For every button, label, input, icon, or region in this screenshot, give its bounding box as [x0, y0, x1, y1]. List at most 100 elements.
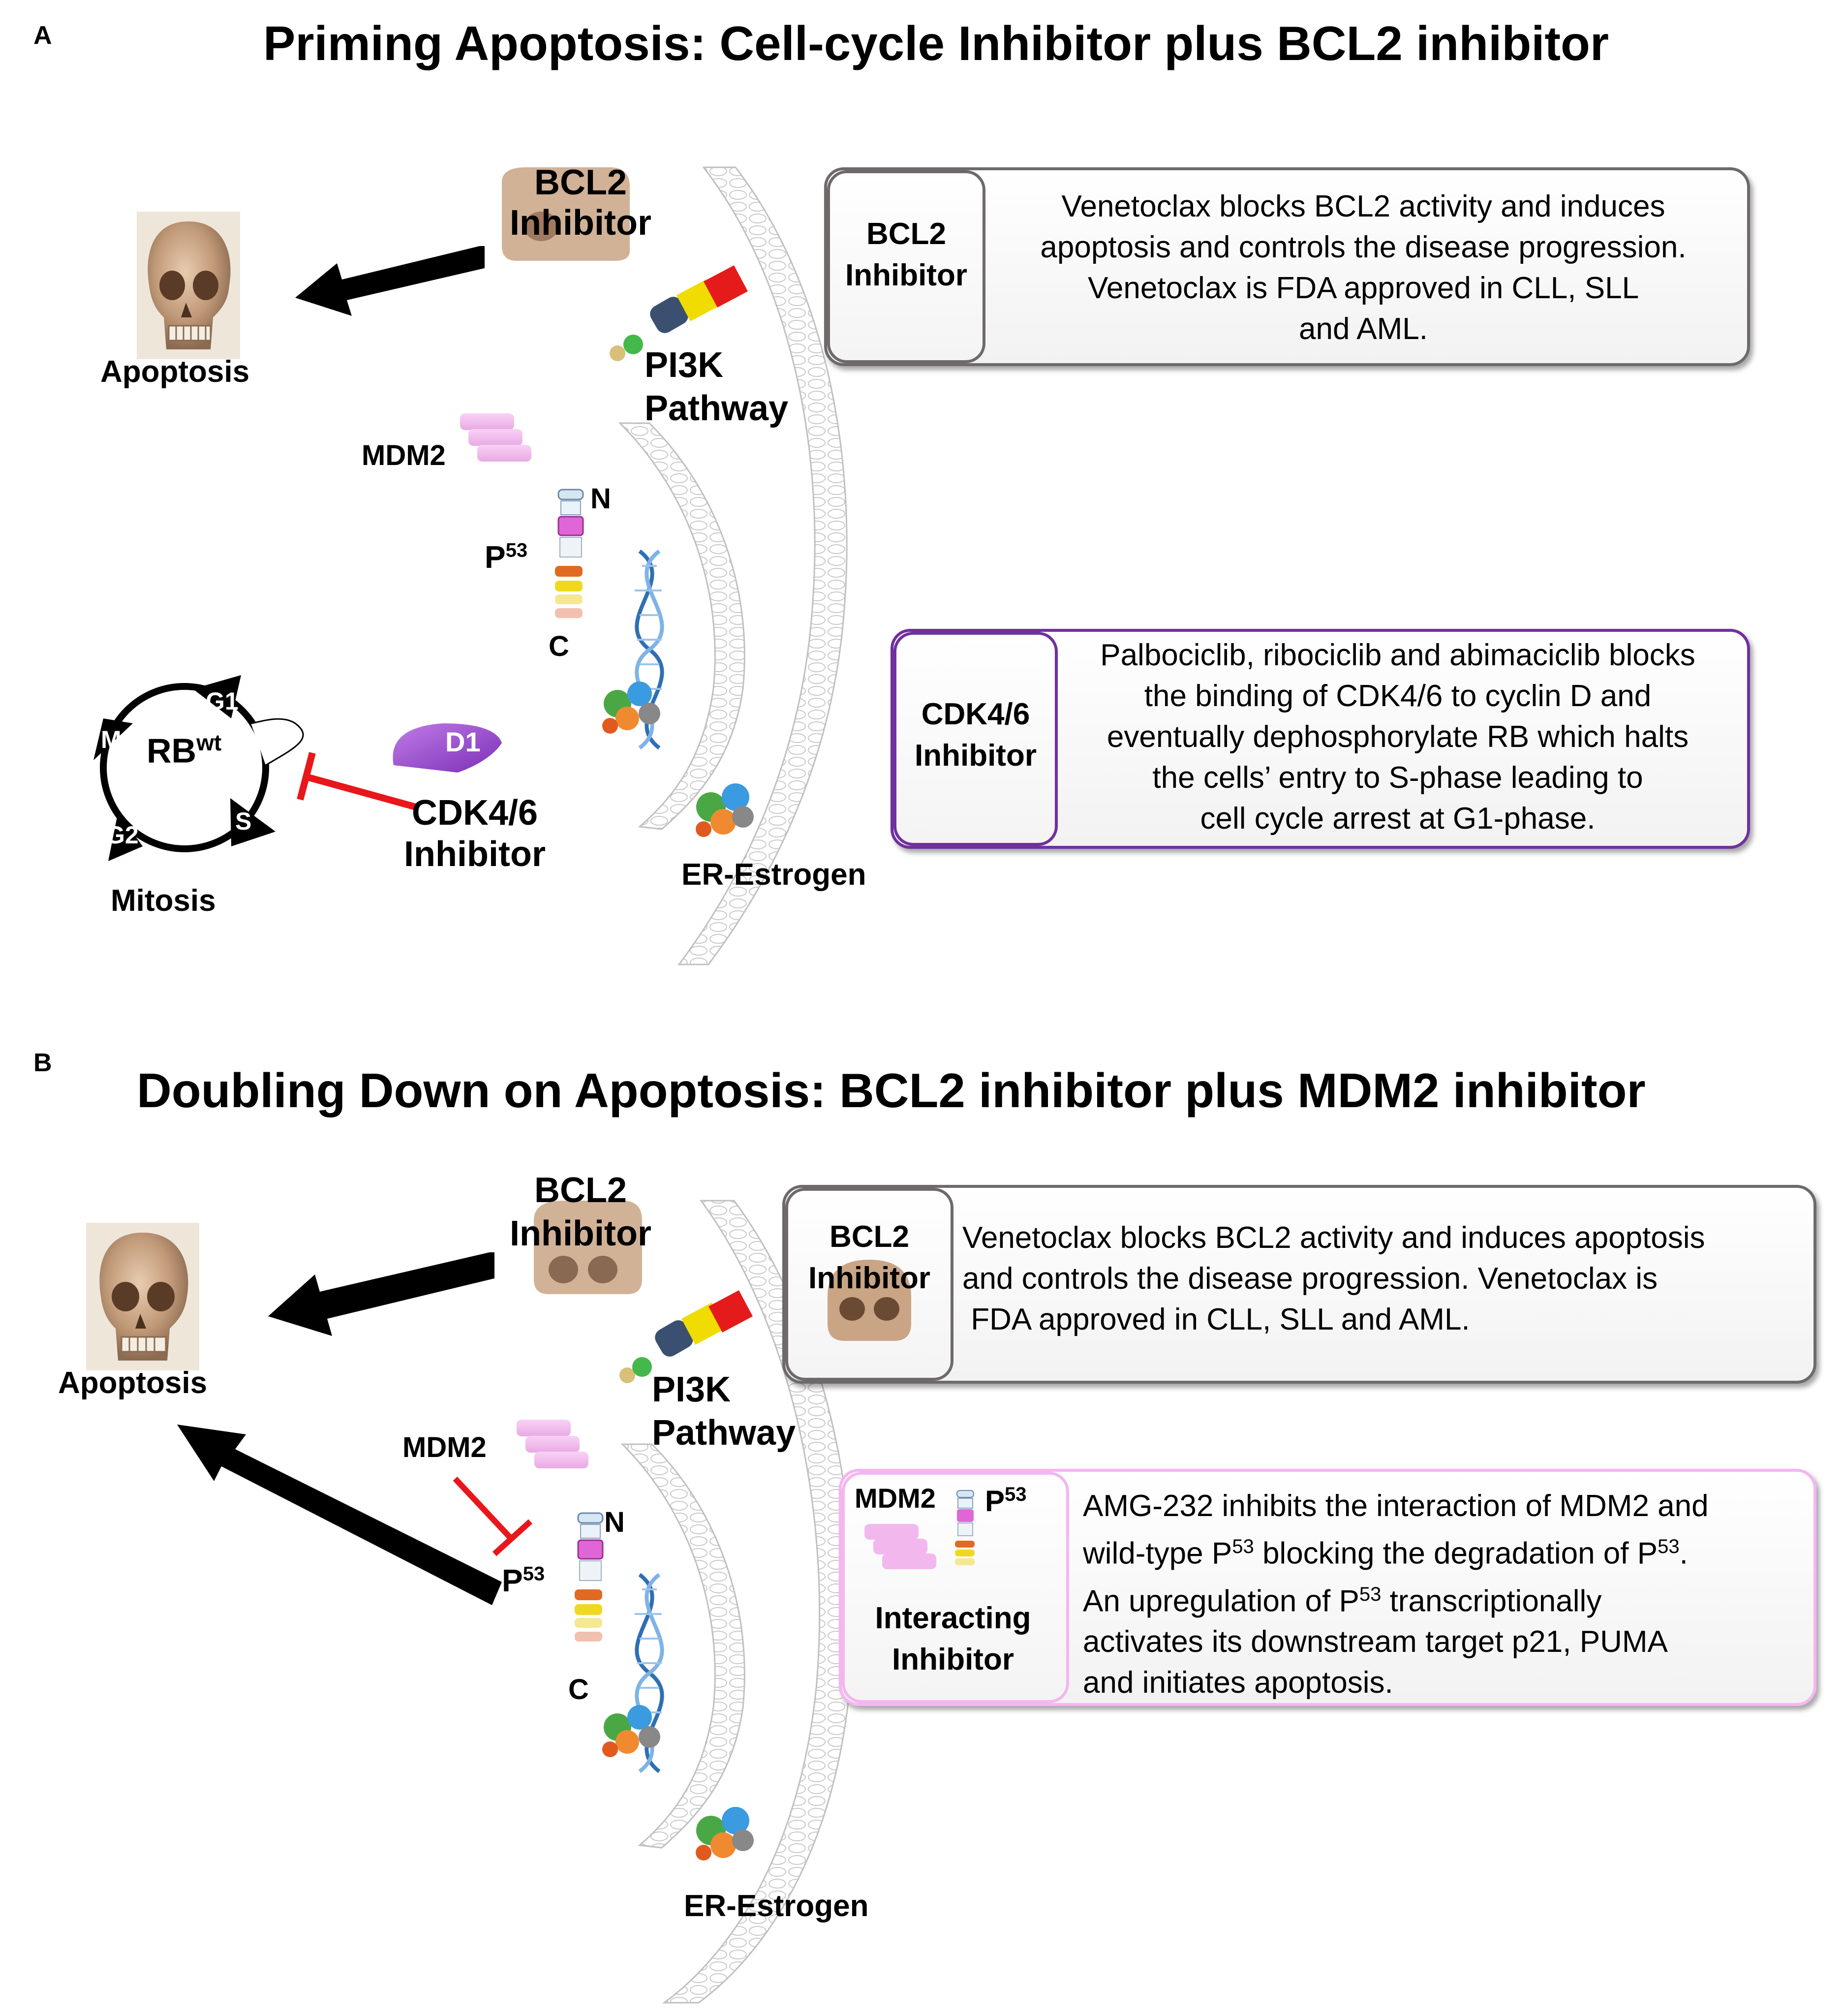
mdm2-info-box: MDM2 P53 Interacting Inhibitor AMG-232 i…: [839, 1469, 1816, 1706]
panel-b-letter: B: [33, 1049, 52, 1077]
cdk-box-label-line1: CDK4/6: [921, 697, 1030, 731]
cdk-inhibitor-label: CDK4/6 Inhibitor: [384, 792, 566, 875]
description-line: Venetoclax blocks BCL2 activity and indu…: [962, 1221, 1705, 1255]
bcl2-label-line1: BCL2: [534, 1171, 627, 1210]
bcl2-skull-bg-icon: [502, 167, 630, 261]
phase-s-label: S: [235, 807, 252, 835]
rb-base: RB: [147, 731, 197, 770]
bcl2-skull-icon: [828, 1260, 911, 1341]
bcl2-box-label-line1: BCL2: [830, 1220, 909, 1254]
p53-base: P: [502, 1563, 523, 1598]
description-line: and controls the disease progression. Ve…: [962, 1262, 1658, 1296]
description-line: the cells’ entry to S-phase leading to: [1152, 761, 1643, 795]
description-line: and AML.: [1299, 312, 1428, 346]
description-line: and initiates apoptosis.: [1083, 1666, 1393, 1700]
er-estrogen-label: ER-Estrogen: [681, 858, 866, 892]
mdm2-box-label-line1: Interacting: [875, 1601, 1031, 1635]
apoptosis-label: Apoptosis: [58, 1366, 208, 1400]
p53-base: P: [985, 1485, 1005, 1518]
bcl2-box-label-line1: BCL2: [866, 217, 946, 251]
n-terminus-label: N: [604, 1506, 625, 1538]
panel-a-title: Priming Apoptosis: Cell-cycle Inhibitor …: [263, 16, 1609, 70]
mdm2-label: MDM2: [402, 1431, 487, 1463]
pi3k-receptor-icon: [610, 265, 748, 361]
apoptosis-label: Apoptosis: [100, 355, 250, 389]
phase-m-label: M: [101, 726, 122, 753]
bcl2-box-label-panel: BCL2 Inhibitor: [827, 170, 985, 363]
rb-wt-label: RBwt: [147, 729, 221, 770]
skull-icon: [86, 1223, 199, 1370]
skull-icon: [137, 212, 240, 359]
rb-sup: wt: [196, 730, 222, 755]
bcl2-info-box: BCL2 Inhibitor Venetoclax blocks BCL2 ac…: [824, 167, 1750, 366]
activation-arrow: [295, 246, 485, 316]
bcl2-inhibitor-label: BCL2 Inhibitor: [482, 162, 679, 243]
pi3k-pathway-label: PI3K Pathway: [652, 1368, 796, 1455]
superscript: 53: [1232, 1536, 1254, 1557]
p53-protein-icon: [555, 489, 584, 618]
bcl2-box-label-line2: Inhibitor: [808, 1261, 930, 1295]
er-protein-icon: [696, 783, 754, 837]
bcl2-label-line2: Inhibitor: [510, 203, 651, 243]
mdm2-protein-icon: [517, 1420, 588, 1468]
description-line: FDA approved in CLL, SLL and AML.: [962, 1303, 1470, 1336]
description-text: blocking the degradation of P: [1254, 1536, 1658, 1571]
p53-sup: 53: [522, 1563, 545, 1585]
er-protein-icon: [696, 1807, 754, 1861]
bcl2-info-box: BCL2 Inhibitor Venetoclax blocks BCL2 ac…: [782, 1185, 1816, 1384]
dna-helix-icon: [602, 1573, 664, 1773]
bcl2-box-label: BCL2 Inhibitor: [788, 1216, 951, 1299]
bcl2-inhibitor-label: BCL2 Inhibitor: [482, 1169, 679, 1255]
description-line: activates its downstream target p21, PUM…: [1083, 1625, 1668, 1659]
cdk-box-label: CDK4/6 Inhibitor: [896, 694, 1055, 776]
p53-protein-icon: [575, 1512, 604, 1642]
bcl2-box-description: Venetoclax blocks BCL2 activity and indu…: [984, 186, 1742, 349]
description-line: wild-type P53 blocking the degradation o…: [1083, 1526, 1806, 1574]
description-text: .: [1679, 1536, 1688, 1571]
membrane-icon: [620, 1200, 854, 2004]
bcl2-skull-bg-icon: [534, 1201, 642, 1294]
mitosis-label: Mitosis: [111, 884, 216, 918]
mdm2-label: MDM2: [362, 439, 446, 471]
mdm2-box-label-line2: Inhibitor: [892, 1643, 1014, 1676]
bcl2-label-line1: BCL2: [534, 163, 627, 202]
bcl2-box-label: BCL2 Inhibitor: [830, 214, 983, 296]
pi3k-label-line2: Pathway: [645, 389, 789, 428]
activation-arrow: [177, 1425, 502, 1605]
mdm2-box-label-panel: MDM2 P53 Interacting Inhibitor: [842, 1472, 1069, 1703]
description-line: AMG-232 inhibits the interaction of MDM2…: [1083, 1489, 1709, 1523]
p53-sup: 53: [1005, 1484, 1027, 1505]
description-line: Venetoclax blocks BCL2 activity and indu…: [1061, 189, 1665, 223]
pi3k-receptor-icon: [619, 1290, 753, 1383]
inhibition-arrow: [297, 752, 417, 810]
mdm2-p53-icon: [864, 1490, 975, 1569]
dna-helix-icon: [602, 549, 664, 750]
description-text: An upregulation of P: [1083, 1584, 1359, 1618]
p53-base: P: [485, 539, 506, 575]
bcl2-label-line2: Inhibitor: [510, 1214, 651, 1253]
mdm2-box-label: Interacting Inhibitor: [845, 1598, 1061, 1680]
panel-b-title: Doubling Down on Apoptosis: BCL2 inhibit…: [137, 1063, 1646, 1117]
superscript: 53: [1359, 1583, 1382, 1605]
p53-sup: 53: [505, 539, 528, 561]
description-line: eventually dephosphorylate RB which halt…: [1106, 720, 1689, 754]
n-terminus-label: N: [590, 483, 611, 515]
mdm2-box-description: AMG-232 inhibits the interaction of MDM2…: [1083, 1486, 1806, 1703]
mdm2-box-p53-label: P53: [985, 1484, 1027, 1518]
er-estrogen-label: ER-Estrogen: [684, 1889, 869, 1923]
bcl2-box-description: Venetoclax blocks BCL2 activity and indu…: [962, 1217, 1809, 1340]
description-line: Venetoclax is FDA approved in CLL, SLL: [1087, 271, 1639, 305]
membrane-icon: [618, 166, 848, 965]
mdm2-protein-icon: [460, 413, 531, 462]
cell-cycle-icon: [93, 675, 304, 861]
pi3k-label-line2: Pathway: [652, 1413, 796, 1453]
phase-g1-label: G1: [206, 687, 239, 715]
phase-g2-label: G2: [106, 821, 139, 849]
description-line: the binding of CDK4/6 to cyclin D and: [1144, 679, 1652, 713]
activation-arrow: [268, 1252, 494, 1336]
p53-label: P53: [502, 1562, 545, 1599]
description-text: wild-type P: [1083, 1536, 1232, 1571]
description-line: Palbociclib, ribociclib and abimaciclib …: [1100, 638, 1695, 672]
c-terminus-label: C: [549, 630, 569, 662]
